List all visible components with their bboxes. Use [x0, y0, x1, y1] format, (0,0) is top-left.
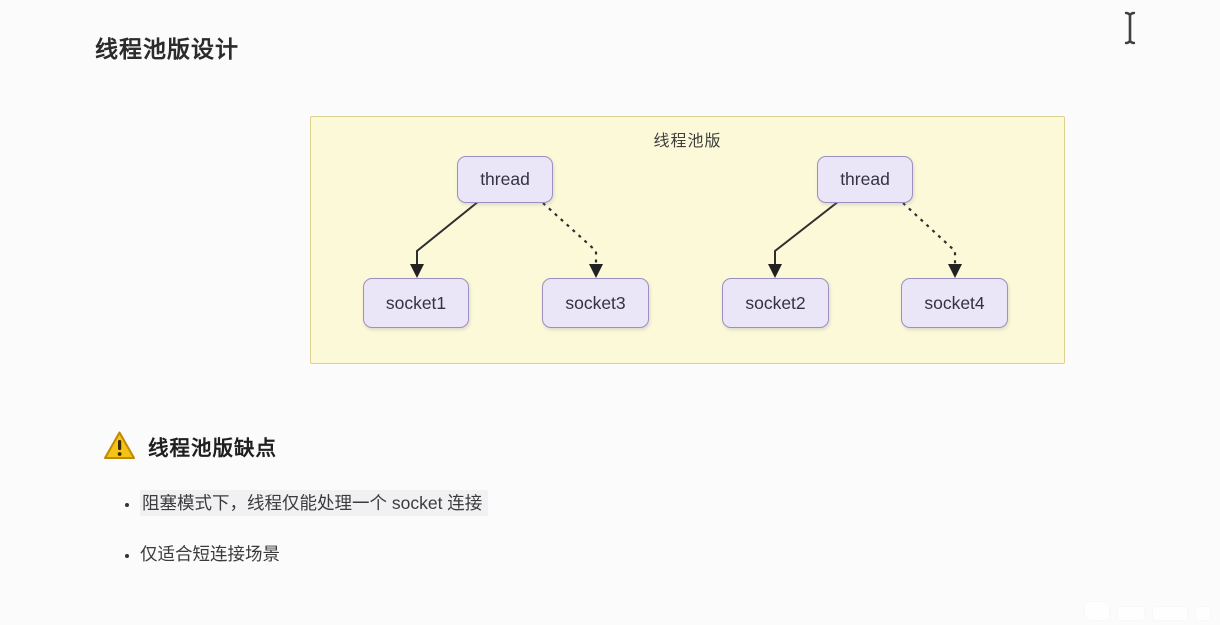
node-socket3: socket3 — [542, 278, 649, 328]
drawback-text-2: 仅适合短连接场景 — [140, 544, 280, 564]
watermark-text-blob — [1196, 607, 1210, 620]
arrowhead-socket4 — [948, 264, 962, 278]
warning-heading-text: 线程池版缺点 — [148, 436, 277, 460]
edge-thread-left-socket1 — [416, 200, 480, 265]
watermark-text-blob — [1118, 607, 1144, 620]
warning-icon — [104, 431, 135, 459]
node-label: thread — [840, 169, 890, 189]
node-label: socket3 — [565, 292, 626, 313]
list-item: 仅适合短连接场景 — [140, 539, 488, 569]
watermark-logo-icon — [1085, 602, 1109, 620]
diagram-edges — [410, 200, 962, 278]
edge-thread-right-socket2 — [774, 200, 840, 265]
arrowhead-socket1 — [410, 264, 424, 278]
page-title: 线程池版设计 — [95, 36, 239, 62]
list-item: 阻塞模式下，线程仅能处理一个 socket 连接 — [140, 488, 489, 518]
watermark — [1085, 602, 1210, 620]
node-socket2: socket2 — [722, 278, 829, 328]
node-label: socket2 — [745, 292, 806, 313]
diagram-title: 线程池版 — [653, 133, 722, 150]
drawbacks-list: 阻塞模式下，线程仅能处理一个 socket 连接 仅适合短连接场景 — [120, 488, 489, 590]
text-cursor-icon — [1124, 11, 1136, 45]
warning-section-heading: 线程池版缺点 — [103, 430, 277, 461]
drawback-text-1: 阻塞模式下，线程仅能处理一个 socket 连接 — [140, 490, 489, 516]
thread-pool-diagram: 线程池版 thread thread socket1 socket3 — [310, 116, 1065, 364]
node-thread-right: thread — [817, 156, 913, 203]
watermark-text-blob — [1153, 607, 1187, 620]
edge-thread-right-socket4 — [902, 202, 957, 265]
node-thread-left: thread — [457, 156, 553, 203]
arrowhead-socket2 — [768, 264, 782, 278]
node-socket4: socket4 — [901, 278, 1008, 328]
node-socket1: socket1 — [363, 278, 469, 328]
edge-thread-left-socket3 — [542, 202, 598, 265]
node-label: thread — [480, 169, 530, 189]
arrowhead-socket3 — [589, 264, 603, 278]
node-label: socket1 — [385, 292, 447, 313]
node-label: socket4 — [924, 292, 985, 313]
